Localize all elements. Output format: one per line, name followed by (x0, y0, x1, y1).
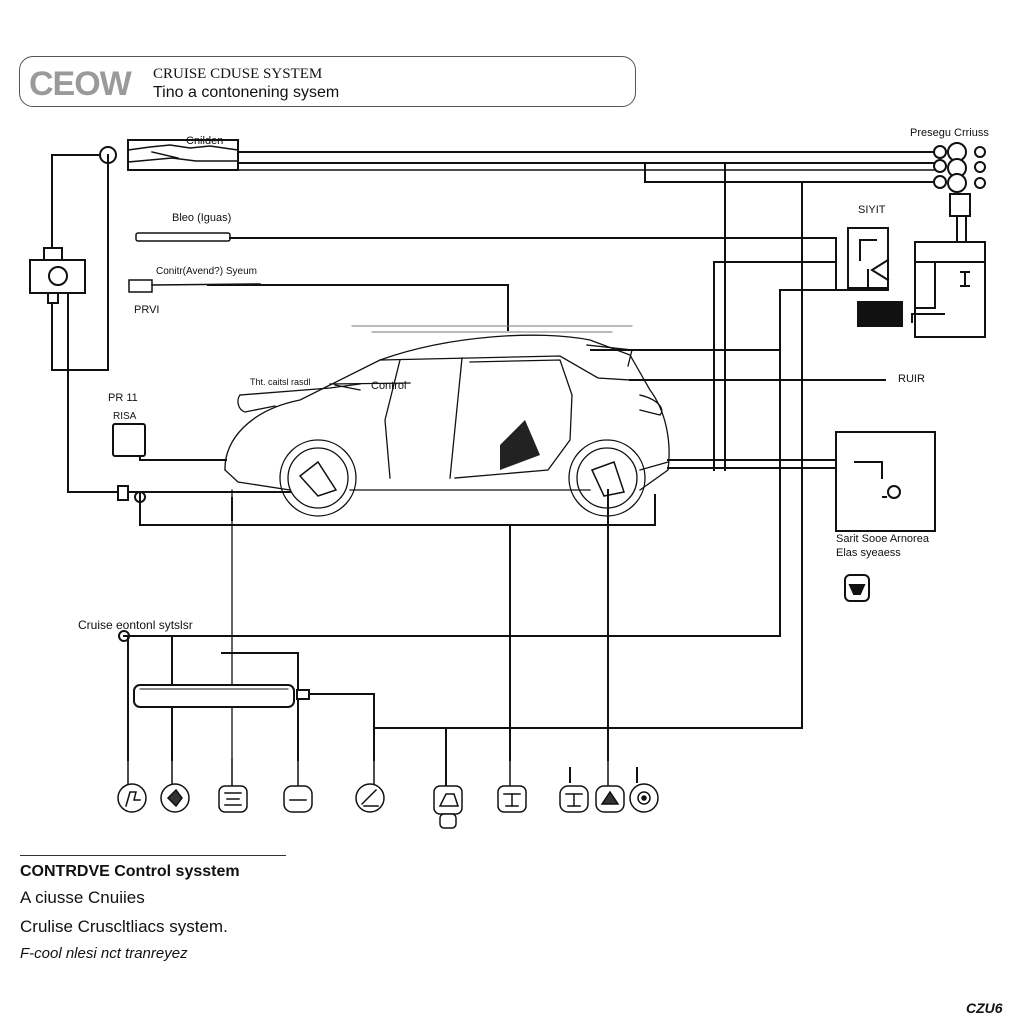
battery-icon (218, 759, 248, 813)
lower-harness-label: Cruise eontonl sytslsr (78, 618, 193, 632)
car-control-label: Control (371, 380, 407, 392)
page-title: CRUISE CDUSE SYSTEM (153, 66, 323, 82)
pr-module-label: PR 11 (108, 392, 138, 404)
dash-icon (283, 759, 313, 813)
lower-wire-harness (118, 349, 803, 786)
bottom-icon-row (117, 759, 659, 829)
top-switch-connector (51, 139, 239, 171)
flame-icon (160, 759, 190, 813)
legend-heading: CONTRDVE Control sysstem (20, 863, 240, 880)
relay-icon (497, 759, 527, 813)
top-right-label: Presegu Crriuss (910, 127, 989, 139)
right-connector-cluster (933, 142, 986, 243)
siyit-label: SIYIT (858, 204, 886, 216)
control-sensor-wire (128, 279, 837, 351)
top-switch-label: Cnilden (186, 135, 224, 147)
pr-module-sublabel: RISA (113, 411, 137, 422)
sensor-box-sublabel: Elas syeaess (836, 547, 901, 559)
wiper-icon (355, 759, 385, 813)
ruir-label: RUIR (898, 373, 925, 385)
siyit-module (835, 227, 986, 338)
corner-code: CZU6 (966, 1000, 1003, 1016)
control-sensor-label: Conitr(Avend?) Syeum (156, 266, 257, 277)
page-subtitle: Tino a contonening sysem (153, 84, 340, 101)
fuse-icon (559, 785, 589, 813)
top-wire-harness (237, 151, 941, 729)
pr-module (112, 423, 146, 503)
legend-item: A ciusse Cnuiies (20, 888, 145, 907)
title-banner: CEOW CRUISE CDUSE SYSTEM Tino a contonen… (19, 56, 636, 107)
prvi-label: PRVI (134, 304, 160, 316)
sensor-box (835, 431, 936, 602)
legend-item: F-cool nlesi nct tranreyez (20, 945, 188, 962)
sensor-box-label: Sarit Sooe Arnorea (836, 533, 929, 545)
car-side-wires (117, 379, 886, 526)
gear-icon (595, 759, 625, 813)
car-front-label: Tht. caitsl rasdl (250, 377, 311, 387)
left-junction-block (29, 154, 119, 493)
logo: CEOW (29, 65, 132, 103)
sensor-icon (629, 783, 659, 813)
legend-divider (20, 855, 286, 856)
legend-item: Crulise Cruscltliacs system. (20, 917, 228, 936)
hand-icon (117, 759, 147, 813)
horn-icon (433, 785, 463, 829)
stop-switch-label: Bleo (Iguas) (172, 212, 232, 224)
